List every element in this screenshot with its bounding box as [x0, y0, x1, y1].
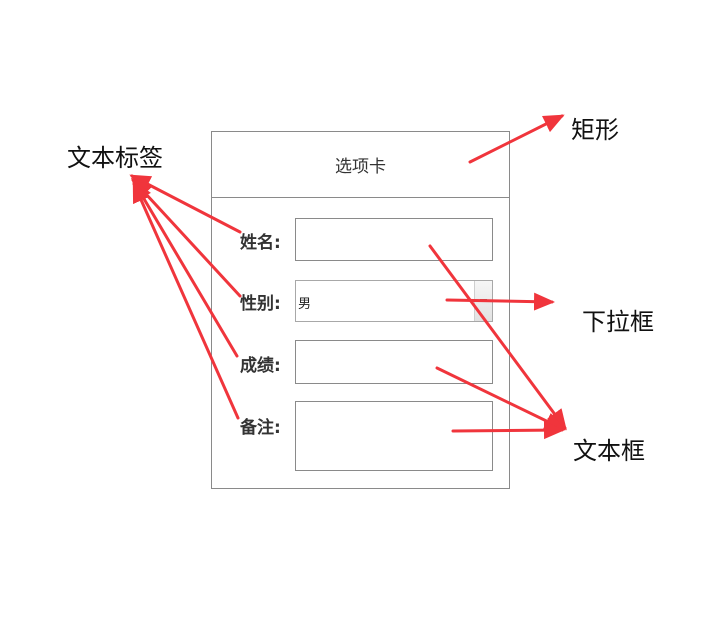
annotation-dropdown: 下拉框: [582, 308, 654, 336]
annotation-rectangle: 矩形: [571, 116, 619, 144]
card-header: 选项卡: [212, 132, 509, 198]
arrow-score-label: [132, 179, 239, 358]
gender-select-value: 男: [298, 297, 312, 312]
arrow-remarks-label: [132, 181, 240, 420]
form-card: 选项卡 姓名: 性别: 男 成绩: 备注:: [211, 131, 510, 489]
arrow-remarks-input: [451, 421, 565, 440]
arrow-gender-label: [130, 177, 242, 298]
arrow-to-rectangle: [468, 114, 565, 164]
annotation-text-box: 文本框: [573, 437, 645, 465]
annotation-text-label: 文本标签: [67, 144, 163, 172]
name-label: 姓名:: [240, 233, 281, 253]
score-input[interactable]: [295, 340, 493, 384]
name-input[interactable]: [295, 218, 493, 261]
arrow-to-dropdown: [445, 292, 555, 311]
card-header-title: 选项卡: [335, 157, 386, 177]
score-label: 成绩:: [240, 356, 281, 376]
remarks-textarea[interactable]: [295, 401, 493, 471]
arrow-score-input: [435, 366, 566, 431]
remarks-label: 备注:: [240, 418, 281, 438]
gender-label: 性别:: [240, 294, 281, 314]
arrow-name-input: [428, 244, 567, 431]
